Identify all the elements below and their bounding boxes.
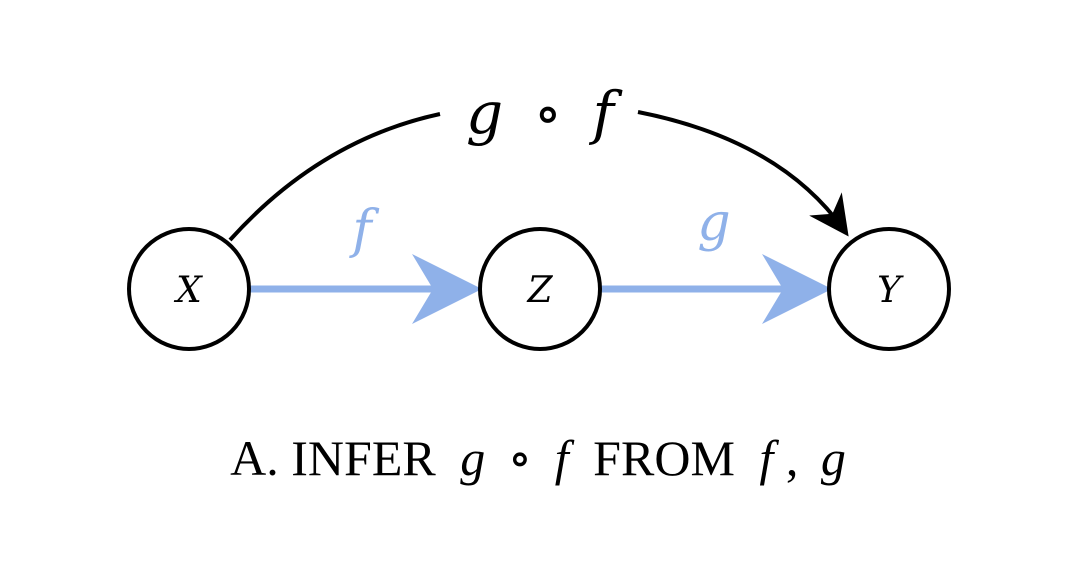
composite-f: f xyxy=(588,79,623,147)
node-z-label: Z xyxy=(526,270,553,311)
diagram-caption: A. INFER g ∘ f FROM f , g xyxy=(230,430,846,486)
edge-g-label: g xyxy=(697,193,730,253)
node-y: Y xyxy=(827,227,951,351)
compose-operator: ∘ xyxy=(534,79,562,147)
node-x-label: X xyxy=(173,270,203,311)
caption-g: g xyxy=(460,430,485,486)
node-x: X xyxy=(127,227,251,351)
composite-g: g xyxy=(466,79,503,147)
caption-prefix: A. INFER xyxy=(230,430,436,486)
node-z: Z xyxy=(478,227,602,351)
composite-edge-left-arc xyxy=(228,112,441,242)
composite-edge-label: g ∘ f xyxy=(466,79,623,147)
caption-from: FROM xyxy=(593,430,735,486)
caption-op: ∘ xyxy=(508,430,533,486)
caption-sep: , xyxy=(786,430,799,486)
composite-edge-right-arc xyxy=(637,110,849,237)
edge-f-label: f xyxy=(348,200,379,260)
caption-g2: g xyxy=(821,430,846,486)
node-y-label: Y xyxy=(877,270,904,311)
caption-f: f xyxy=(555,430,575,486)
caption-f2: f xyxy=(759,430,779,486)
